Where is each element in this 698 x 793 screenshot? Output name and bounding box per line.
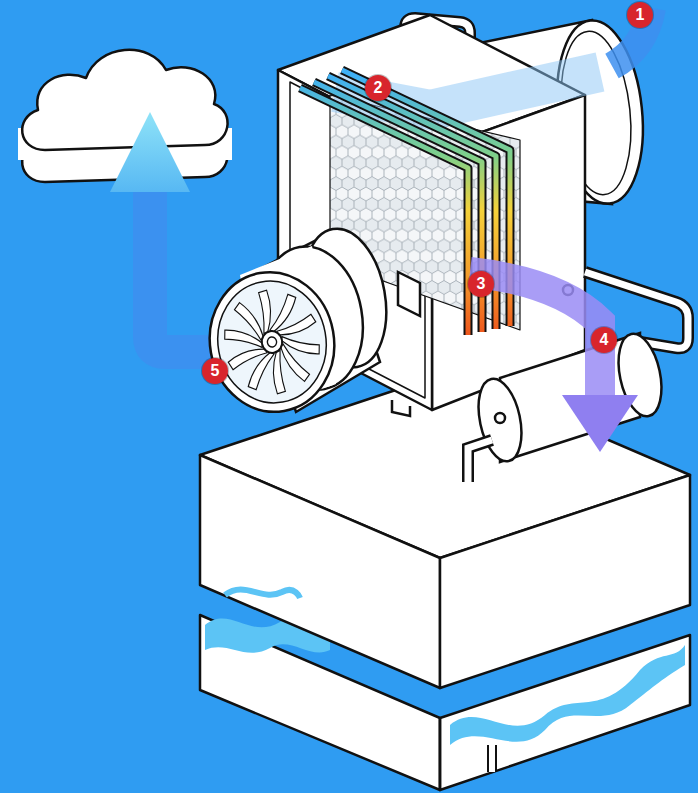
drain-pipe [487,745,497,772]
base-right-face [440,475,690,688]
water-arrow [470,272,638,452]
fan-face [199,262,345,421]
callout-number: 2 [365,75,391,101]
base-left-face [200,455,440,688]
tank-end [472,375,529,465]
tank-cap [495,413,505,423]
callout-number: 3 [468,271,494,297]
arrow-head [110,112,190,192]
fan-grille [208,273,336,412]
callout-number: 4 [591,327,617,353]
exhaust-arrow [110,112,215,352]
controller-box [398,272,420,316]
mount-bracket [392,400,410,416]
exhaust-fan [199,222,420,422]
water [225,590,300,598]
drain-pipe [489,745,495,772]
exhaust-flow [150,185,215,352]
callout-number: 1 [627,2,653,28]
callout-number: 5 [202,358,228,384]
cloud-top [22,50,227,150]
base-tank [200,372,690,790]
air-flow [335,72,600,110]
condensate-tank [468,330,668,482]
fan-blades [216,283,328,402]
